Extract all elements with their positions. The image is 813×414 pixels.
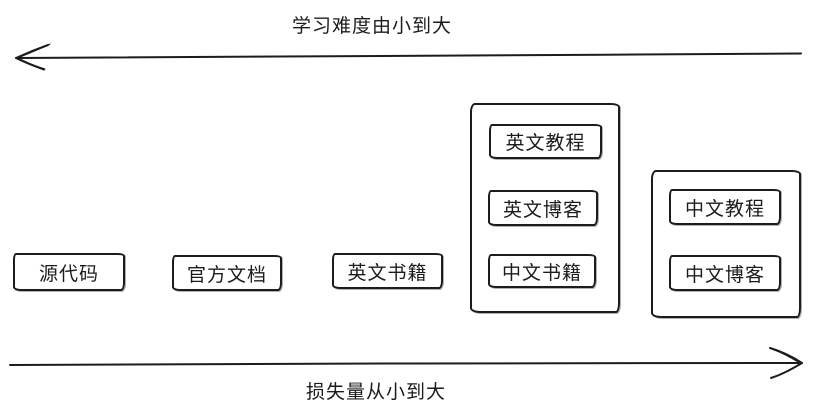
node-source-code-label: 源代码 — [38, 262, 99, 285]
node-chinese-blog: 中文博客 — [669, 255, 781, 291]
node-chinese-tutorial: 中文教程 — [669, 189, 781, 225]
difficulty-arrow-left — [15, 43, 802, 71]
loss-axis-label: 损失量从小到大 — [306, 381, 447, 403]
node-english-books: 英文书籍 — [332, 253, 443, 289]
group-box-a: 英文教程 英文博客 中文书籍 — [470, 103, 620, 313]
node-chinese-books: 中文书籍 — [488, 254, 596, 288]
node-official-docs-label: 官方文档 — [186, 263, 267, 286]
node-english-tutorial-label: 英文教程 — [505, 132, 586, 154]
node-chinese-books-label: 中文书籍 — [501, 261, 582, 284]
node-english-tutorial: 英文教程 — [489, 124, 602, 159]
node-chinese-blog-label: 中文博客 — [684, 263, 765, 286]
group-box-b: 中文教程 中文博客 — [651, 170, 801, 318]
node-english-blog-label: 英文博客 — [502, 198, 583, 221]
difficulty-axis-label: 学习难度由小到大 — [292, 15, 453, 37]
node-chinese-tutorial-label: 中文教程 — [684, 197, 765, 220]
node-english-blog: 英文博客 — [488, 190, 598, 226]
node-source-code: 源代码 — [13, 253, 125, 291]
node-english-books-label: 英文书籍 — [347, 261, 428, 284]
loss-arrow-right — [9, 347, 803, 379]
node-official-docs: 官方文档 — [172, 255, 282, 291]
